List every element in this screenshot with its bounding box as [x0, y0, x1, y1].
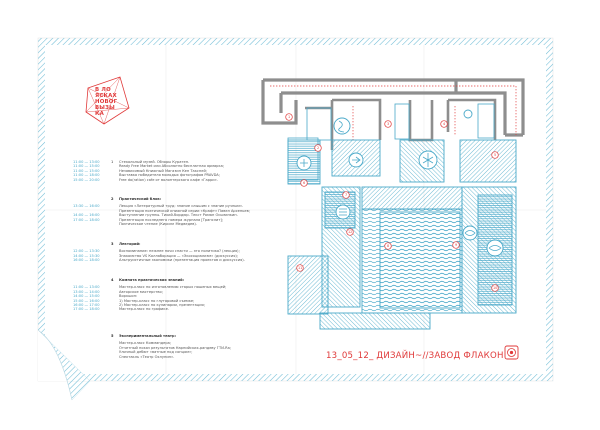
logo-line: В ЛО: [95, 87, 111, 93]
logo-line: ВЫЗЫ: [95, 105, 115, 111]
room-number: 1: [288, 115, 291, 119]
room-number: 11: [298, 266, 303, 270]
logo-mark: [85, 76, 130, 125]
logo-line: ЯСКАХ: [95, 93, 117, 99]
room-number: 6: [303, 181, 306, 185]
room-number: 5: [494, 153, 497, 157]
schedule-row: Поэтическое чтение (Кирилл Медведев).: [119, 222, 197, 227]
room-number: 10: [493, 286, 498, 290]
schedule-row: Спектакль «Театр Охлупин».: [119, 354, 175, 359]
fire-badge-icon: [504, 345, 519, 360]
room-number: 9: [455, 243, 458, 247]
logo-line: КА: [95, 111, 104, 117]
schedule-row: Отчетный показ результатов Нарнийских-ра…: [119, 345, 232, 350]
event-title: 13_05_12_ ДИЗАЙН~//ЗАВОД ФЛАКОН: [326, 351, 504, 361]
logo-line: НОВОГ: [95, 99, 118, 105]
schedule-row: Презентация поэтической книжной серии «К…: [119, 208, 250, 213]
floor-plan: [261, 78, 525, 330]
room-number: 4: [443, 122, 446, 126]
room-number: 7: [345, 193, 348, 197]
room-number: 12: [348, 230, 353, 234]
room-number: 2: [317, 146, 320, 150]
logo-text: В ЛО ЯСКАХ НОВОГ ВЫЗЫ КА: [95, 87, 117, 117]
room-number: 8: [387, 244, 390, 248]
schedule-row: Мастер-класс Коммандера;: [119, 341, 172, 346]
schedule-row: Уличный дебют «ватные под сонцом»;: [119, 350, 193, 355]
room-number: 3: [387, 122, 390, 126]
